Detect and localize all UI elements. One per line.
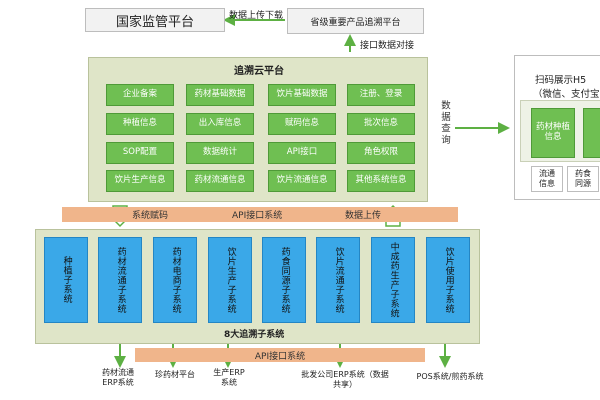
system-coding-label: 系统赋码 bbox=[132, 211, 169, 221]
subsystem-3: 饮片生产子系统 bbox=[208, 237, 252, 323]
scan-info-medicine-food: 药食同源 bbox=[567, 166, 599, 192]
cloud-module-2: 饮片基础数据 bbox=[268, 84, 336, 106]
cloud-module-12: 饮片生产信息 bbox=[106, 170, 174, 192]
cloud-module-13: 药材流通信息 bbox=[186, 170, 254, 192]
cloud-module-0: 企业备案 bbox=[106, 84, 174, 106]
middle-api-band: 系统赋码 API接口系统 数据上传 bbox=[62, 207, 458, 222]
national-platform-box: 国家监管平台 bbox=[85, 8, 225, 32]
ext-pos-decoction: POS系统/煎药系统 bbox=[416, 372, 484, 381]
national-platform-label: 国家监管平台 bbox=[115, 14, 194, 30]
subsystem-6: 中成药生产子系统 bbox=[371, 237, 415, 323]
ext-rare-herb-platform: 珍药材平台 bbox=[155, 370, 195, 379]
cloud-module-1: 药材基础数据 bbox=[186, 84, 254, 106]
scan-display-title: 扫码展示H5 bbox=[535, 75, 587, 86]
cloud-module-15: 其他系统信息 bbox=[347, 170, 415, 192]
bottom-api-band: API接口系统 bbox=[135, 348, 425, 362]
cloud-module-11: 角色权限 bbox=[347, 142, 415, 164]
scan-info-circulation: 流通信息 bbox=[531, 166, 563, 192]
cloud-module-4: 种植信息 bbox=[106, 113, 174, 135]
cloud-module-7: 批次信息 bbox=[347, 113, 415, 135]
subsystem-0: 种植子系统 bbox=[44, 237, 88, 323]
provincial-platform-box: 省级重要产品追溯平台 bbox=[287, 8, 424, 34]
cloud-module-9: 数据统计 bbox=[186, 142, 254, 164]
ext-wholesale-erp: 批发公司ERP系统（数据共享） bbox=[301, 370, 389, 389]
upload-download-label: 数据上传下载 bbox=[229, 11, 284, 21]
cloud-module-14: 饮片流通信息 bbox=[268, 170, 336, 192]
bottom-api-label: API接口系统 bbox=[254, 351, 306, 362]
subsystem-5: 饮片流通子系统 bbox=[316, 237, 360, 323]
scan-display-subtitle: （微信、支付宝 bbox=[533, 89, 600, 100]
data-upload-label: 数据上传 bbox=[345, 211, 382, 221]
cloud-platform-title: 追溯云平台 bbox=[234, 66, 284, 77]
cloud-module-10: API接口 bbox=[268, 142, 336, 164]
provincial-platform-label: 省级重要产品追溯平台 bbox=[310, 17, 401, 28]
ext-production-erp: 生产ERP系统 bbox=[213, 368, 245, 387]
subsystem-4: 药食同源子系统 bbox=[262, 237, 306, 323]
cloud-module-5: 出入库信息 bbox=[186, 113, 254, 135]
scan-card-herb-planting: 药材种植信息 bbox=[531, 108, 575, 158]
interface-docking-label: 接口数据对接 bbox=[360, 41, 415, 51]
subsystems-caption: 8大追溯子系统 bbox=[224, 330, 285, 340]
data-query-label: 数据查询 bbox=[439, 100, 450, 146]
scan-display-panel: 扫码展示H5 （微信、支付宝 药材种植信息 饮 流通信息 药食同源 bbox=[514, 55, 600, 200]
subsystem-1: 药材流通子系统 bbox=[98, 237, 142, 323]
scan-card-2: 饮 bbox=[583, 108, 600, 158]
cloud-module-6: 赋码信息 bbox=[268, 113, 336, 135]
cloud-module-3: 注册、登录 bbox=[347, 84, 415, 106]
subsystem-2: 药材电商子系统 bbox=[153, 237, 197, 323]
middle-api-label: API接口系统 bbox=[232, 211, 283, 221]
ext-herb-circulation-erp: 药材流通ERP系统 bbox=[102, 368, 134, 387]
subsystem-7: 饮片使用子系统 bbox=[426, 237, 470, 323]
cloud-module-8: SOP配置 bbox=[106, 142, 174, 164]
